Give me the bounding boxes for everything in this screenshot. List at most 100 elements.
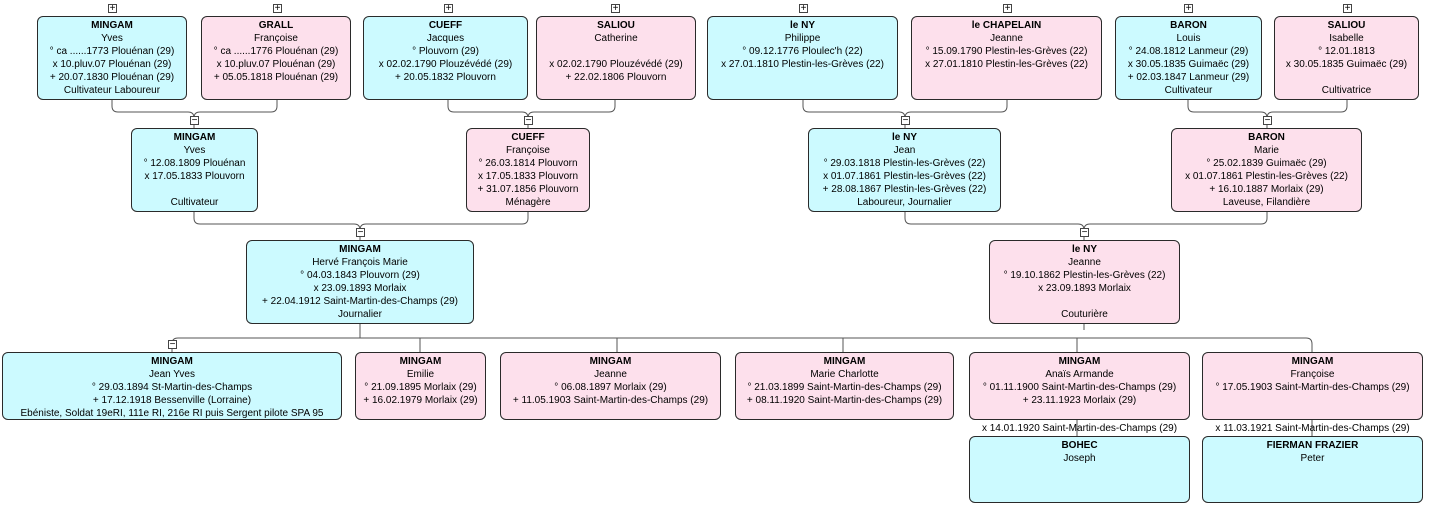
person-death: + 02.03.1847 Lanmeur (29)	[1127, 72, 1250, 83]
person-card[interactable]: MINGAM Jeanne ° 06.08.1897 Morlaix (29) …	[500, 352, 721, 420]
person-death	[1275, 71, 1418, 84]
person-given-name: Jean	[893, 145, 916, 156]
person-surname: GRALL	[258, 20, 294, 31]
person-birth: ° 21.09.1895 Morlaix (29)	[364, 382, 477, 393]
person-card[interactable]: CUEFF Jacques ° Plouvorn (29) x 02.02.17…	[363, 16, 528, 100]
expand-toggle[interactable]: +	[108, 3, 117, 14]
person-card[interactable]: le NY Jeanne ° 19.10.1862 Plestin-les-Gr…	[989, 240, 1180, 324]
marriage-label: x 11.03.1921 Saint-Martin-des-Champs (29…	[1215, 423, 1410, 434]
person-card[interactable]: le NY Philippe ° 09.12.1776 Ploulec'h (2…	[707, 16, 898, 100]
person-birth: ° 24.08.1812 Lanmeur (29)	[1128, 46, 1249, 57]
person-marriage: x 10.pluv.07 Plouénan (29)	[52, 59, 172, 70]
person-marriage: x 27.01.1810 Plestin-les-Grèves (22)	[925, 59, 1088, 70]
person-given-name: Marie Charlotte	[810, 369, 879, 380]
expand-toggle[interactable]: +	[273, 3, 282, 14]
person-occupation: Cultivateur Laboureur	[63, 85, 161, 96]
person-birth: ° 29.03.1894 St-Martin-des-Champs	[91, 382, 253, 393]
person-card[interactable]: MINGAM Yves ° ca ......1773 Plouénan (29…	[37, 16, 187, 100]
person-death: + 22.02.1806 Plouvorn	[565, 72, 667, 83]
collapse-toggle[interactable]: −	[190, 115, 199, 126]
person-surname: CUEFF	[511, 132, 545, 143]
person-death: + 23.11.1923 Morlaix (29)	[1022, 395, 1137, 406]
spouse-card[interactable]: BOHEC Joseph	[969, 436, 1190, 503]
person-given-name: Peter	[1300, 453, 1325, 464]
person-given-name: Philippe	[784, 33, 821, 44]
expand-toggle[interactable]: +	[1003, 3, 1012, 14]
person-given-name: Yves	[101, 33, 123, 44]
person-card[interactable]: SALIOU Catherine x 02.02.1790 Plouzévédé…	[536, 16, 696, 100]
person-card[interactable]: MINGAM Jean Yves ° 29.03.1894 St-Martin-…	[2, 352, 342, 420]
person-given-name: Françoise	[254, 33, 298, 44]
person-birth: ° 19.10.1862 Plestin-les-Grèves (22)	[1003, 270, 1166, 281]
person-occupation: Cultivateur	[170, 197, 219, 208]
person-card[interactable]: MINGAM Hervé François Marie ° 04.03.1843…	[246, 240, 474, 324]
person-occupation: Ménagère	[505, 197, 551, 208]
person-surname: SALIOU	[1327, 20, 1366, 31]
person-given-name: Yves	[183, 145, 206, 156]
person-surname: MINGAM	[339, 244, 381, 255]
person-card[interactable]: CUEFF Françoise ° 26.03.1814 Plouvorn x …	[466, 128, 590, 212]
person-marriage: x 17.05.1833 Plouvorn	[144, 171, 245, 182]
person-card[interactable]: BARON Marie ° 25.02.1839 Guimaëc (29) x …	[1171, 128, 1362, 212]
person-card[interactable]: MINGAM Emilie ° 21.09.1895 Morlaix (29) …	[355, 352, 486, 420]
person-surname: MINGAM	[91, 20, 133, 31]
collapse-toggle[interactable]: −	[901, 115, 910, 126]
expand-toggle[interactable]: +	[444, 3, 453, 14]
person-card[interactable]: le NY Jean ° 29.03.1818 Plestin-les-Grèv…	[808, 128, 1001, 212]
person-marriage: x 30.05.1835 Guimaëc (29)	[1127, 59, 1250, 70]
person-surname: MINGAM	[151, 356, 193, 367]
person-card[interactable]: MINGAM Françoise ° 17.05.1903 Saint-Mart…	[1202, 352, 1423, 420]
collapse-toggle[interactable]: −	[168, 339, 177, 350]
person-death	[132, 183, 257, 196]
collapse-toggle[interactable]: −	[524, 115, 533, 126]
person-birth: ° 04.03.1843 Plouvorn (29)	[300, 270, 420, 281]
collapse-toggle[interactable]: −	[1080, 227, 1089, 238]
person-marriage: x 02.02.1790 Plouzévédé (29)	[378, 59, 513, 70]
person-occupation: Couturière	[1061, 309, 1108, 320]
person-card[interactable]: BARON Louis ° 24.08.1812 Lanmeur (29) x …	[1115, 16, 1262, 100]
person-marriage: x 02.02.1790 Plouzévédé (29)	[549, 59, 683, 70]
person-marriage: x 17.05.1833 Plouvorn	[477, 171, 579, 182]
person-occupation: Ebéniste, Soldat 19eRI, 111e RI, 216e RI…	[20, 408, 324, 419]
person-given-name: Jeanne	[1068, 257, 1101, 268]
person-birth: ° ca ......1773 Plouénan (29)	[49, 46, 175, 57]
person-birth: ° 29.03.1818 Plestin-les-Grèves (22)	[823, 158, 986, 169]
expand-toggle[interactable]: +	[611, 3, 620, 14]
collapse-toggle[interactable]: −	[1263, 115, 1272, 126]
person-surname: FIERMAN FRAZIER	[1266, 440, 1359, 451]
expand-toggle[interactable]: +	[799, 3, 808, 14]
person-marriage: x 10.pluv.07 Plouénan (29)	[216, 59, 336, 70]
expand-toggle[interactable]: +	[1343, 3, 1352, 14]
person-marriage: x 23.09.1893 Morlaix	[1038, 283, 1131, 294]
person-given-name: Marie	[1253, 145, 1279, 156]
person-card[interactable]: MINGAM Yves ° 12.08.1809 Plouénan x 17.0…	[131, 128, 258, 212]
person-birth: ° 12.08.1809 Plouénan	[143, 158, 246, 169]
person-occupation: Cultivateur	[1164, 85, 1213, 96]
person-given-name: Jean Yves	[149, 369, 195, 380]
spouse-card[interactable]: FIERMAN FRAZIER Peter	[1202, 436, 1423, 503]
person-given-name: Joseph	[1063, 453, 1096, 464]
person-card[interactable]: SALIOU Isabelle ° 12.01.1813 x 30.05.183…	[1274, 16, 1419, 100]
person-birth	[537, 45, 695, 58]
person-given-name: Jacques	[426, 33, 465, 44]
person-surname: MINGAM	[173, 132, 216, 143]
collapse-toggle[interactable]: −	[356, 227, 365, 238]
expand-toggle[interactable]: +	[1184, 3, 1193, 14]
person-surname: CUEFF	[428, 20, 463, 31]
person-surname: le NY	[1071, 244, 1097, 255]
person-card[interactable]: MINGAM Anaïs Armande ° 01.11.1900 Saint-…	[969, 352, 1190, 420]
person-given-name: Anaïs Armande	[1045, 369, 1114, 380]
person-given-name: Françoise	[1290, 369, 1335, 380]
person-death: + 16.02.1979 Morlaix (29)	[363, 395, 478, 406]
person-card[interactable]: le CHAPELAIN Jeanne ° 15.09.1790 Plestin…	[911, 16, 1102, 100]
person-marriage: x 23.09.1893 Morlaix	[313, 283, 407, 294]
person-death: + 16.10.1887 Morlaix (29)	[1209, 184, 1324, 195]
person-surname: MINGAM	[1291, 356, 1334, 367]
person-death: + 11.05.1903 Saint-Martin-des-Champs (29…	[512, 395, 709, 406]
person-occupation: Laboureur, Journalier	[857, 197, 952, 208]
person-card[interactable]: GRALL Françoise ° ca ......1776 Plouénan…	[201, 16, 351, 100]
person-card[interactable]: MINGAM Marie Charlotte ° 21.03.1899 Sain…	[735, 352, 954, 420]
person-surname: le NY	[789, 20, 815, 31]
person-birth: ° 15.09.1790 Plestin-les-Grèves (22)	[925, 46, 1088, 57]
marriage-label: x 14.01.1920 Saint-Martin-des-Champs (29…	[981, 423, 1178, 434]
